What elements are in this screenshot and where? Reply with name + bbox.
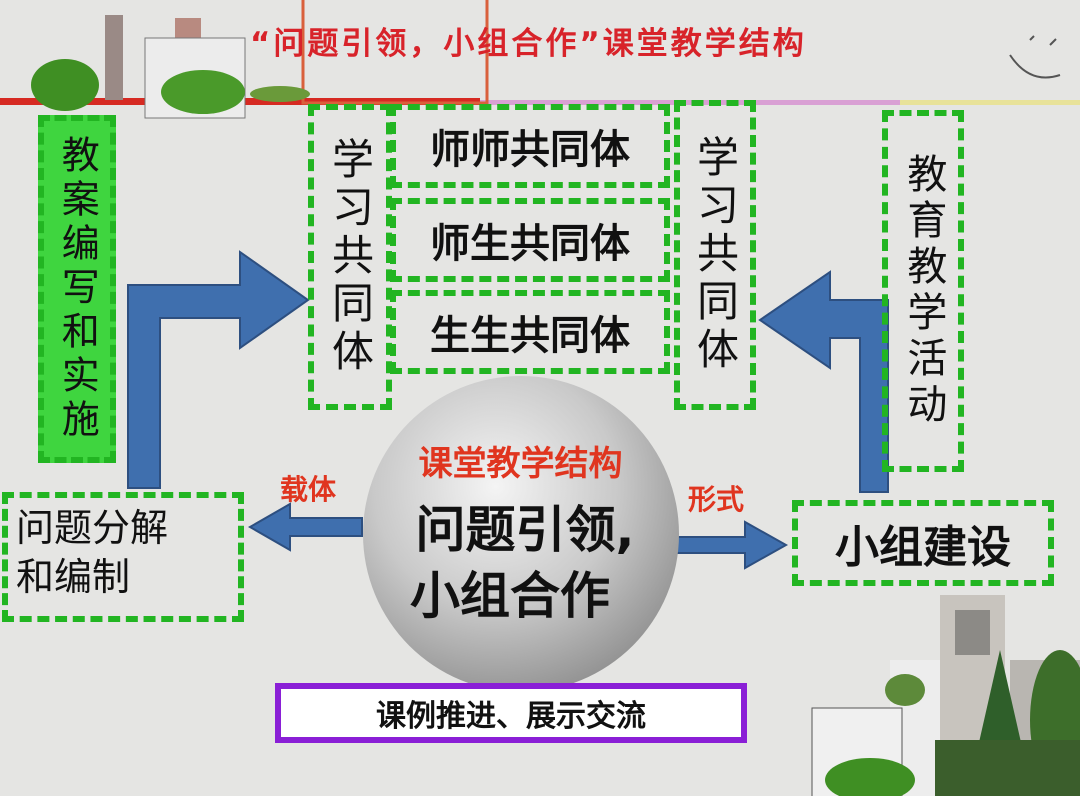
group-building-box: 小组建设: [792, 500, 1054, 586]
community-label: 师师共同体: [430, 127, 630, 173]
tree-icon: [975, 650, 1025, 760]
lesson-plan-box: 教案编写和实施: [38, 115, 116, 463]
learning-community-right-box: 学习共同体: [674, 100, 756, 410]
slide-title: “问题引领，小组合作”课堂教学结构: [250, 26, 807, 62]
teaching-activities-box: 教育教学活动: [882, 110, 964, 472]
tree-icon: [31, 59, 99, 111]
center-line2: 小组合作: [410, 567, 610, 625]
building-icon: [105, 15, 123, 100]
learning-community-right-text: 学习共同体: [690, 135, 740, 375]
tree-icon: [161, 70, 245, 114]
birds-icon: [1009, 35, 1061, 79]
form-label: 形式: [688, 483, 745, 516]
community-box-teacher-student: 师生共同体: [390, 198, 670, 282]
arrow-up-right: [127, 250, 310, 489]
arrow-left: [247, 502, 363, 552]
learning-community-left-text: 学习共同体: [325, 137, 375, 377]
tree-icon: [825, 758, 915, 796]
learning-community-left-box: 学习共同体: [308, 104, 392, 410]
carrier-label: 载体: [280, 473, 337, 506]
arrow-right: [676, 520, 789, 570]
teaching-activities-text: 教育教学活动: [900, 153, 947, 429]
community-label: 师生共同体: [430, 221, 630, 267]
problem-box-line2: 和编制: [16, 555, 131, 600]
bottom-box: 课例推进、展示交流: [275, 683, 747, 743]
center-heading: 课堂教学结构: [418, 444, 623, 484]
community-box-teacher-teacher: 师师共同体: [390, 104, 670, 188]
center-sphere: [363, 376, 679, 692]
center-line1: 问题引领,: [415, 501, 635, 559]
problem-box-line1: 问题分解: [16, 506, 169, 550]
community-label: 生生共同体: [430, 313, 630, 359]
bottom-box-text: 课例推进、展示交流: [376, 699, 646, 734]
group-building-text: 小组建设: [835, 522, 1011, 573]
problem-decomposition-box: 问题分解 和编制: [2, 492, 244, 622]
header-line-yellow: [900, 100, 1080, 105]
community-box-student-student: 生生共同体: [390, 290, 670, 374]
header-frame: [301, 0, 489, 105]
lesson-plan-text: 教案编写和实施: [55, 135, 100, 443]
arrow-up-left: [758, 270, 889, 493]
